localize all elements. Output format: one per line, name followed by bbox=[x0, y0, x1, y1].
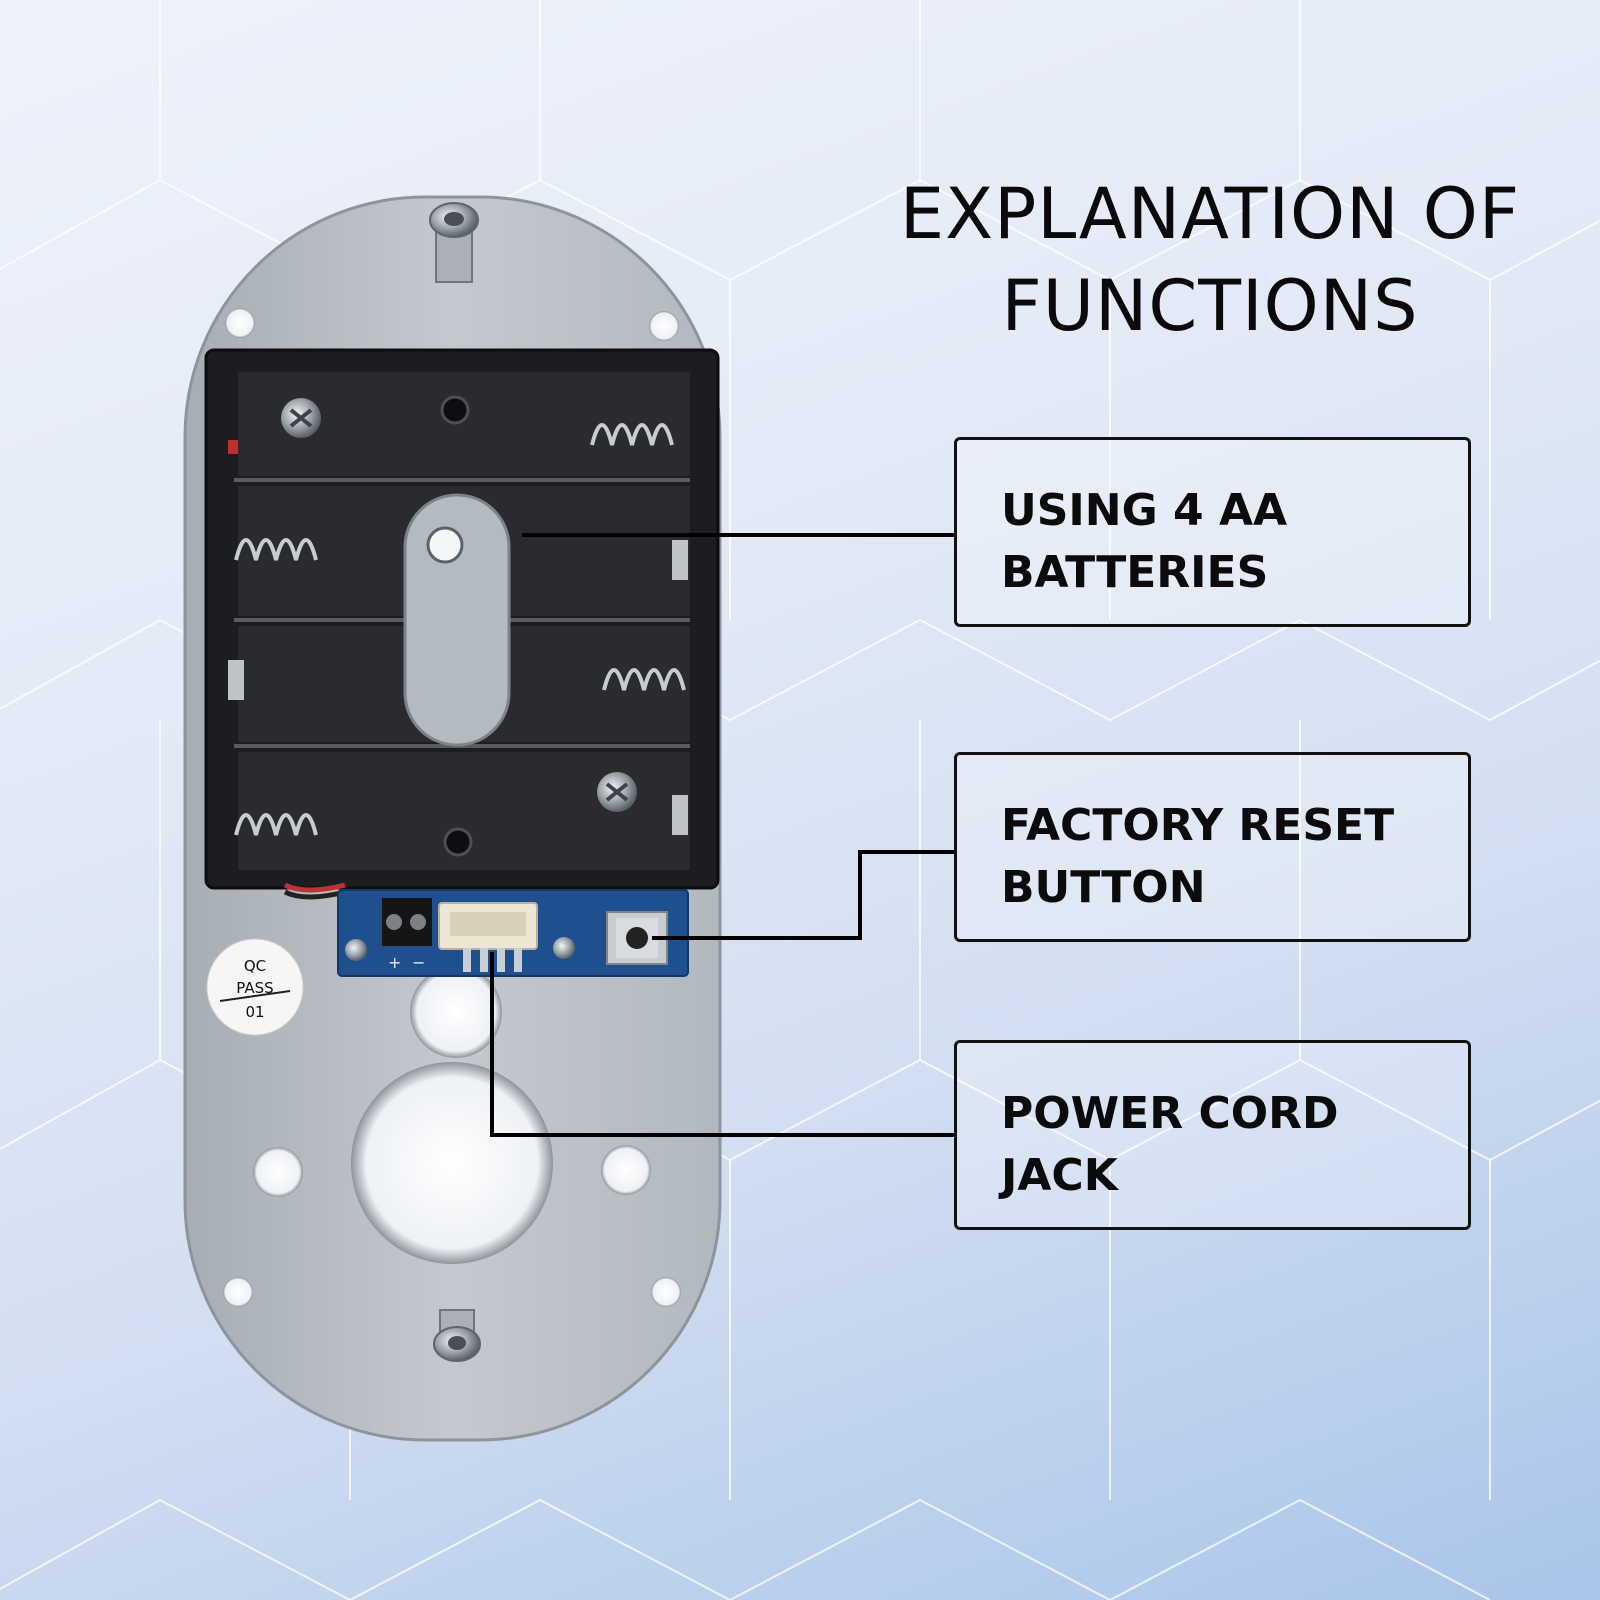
callout-power-cord-jack: POWER CORD JACK bbox=[954, 1040, 1471, 1230]
page-title: EXPLANATION OF FUNCTIONS bbox=[840, 168, 1580, 352]
bottom-post bbox=[433, 1309, 481, 1362]
leader-line-power bbox=[490, 952, 956, 1137]
title-line-1: EXPLANATION OF bbox=[899, 173, 1521, 255]
power-cord-jack bbox=[438, 902, 538, 972]
polarity-plus-label: + bbox=[388, 953, 401, 972]
callout-power-line-1: POWER CORD bbox=[1001, 1088, 1339, 1139]
sticker-line-2: PASS bbox=[236, 979, 273, 997]
top-post bbox=[429, 202, 479, 283]
mounting-hole bbox=[225, 308, 255, 338]
sticker-line-1: QC bbox=[244, 957, 266, 975]
callout-batteries-line-2: BATTERIES bbox=[1001, 547, 1269, 598]
battery-holder bbox=[204, 348, 720, 890]
title-line-2: FUNCTIONS bbox=[1001, 265, 1419, 347]
circuit-board: + − bbox=[337, 889, 689, 977]
polarity-minus-label: − bbox=[412, 953, 425, 972]
callout-power-line-2: JACK bbox=[1001, 1150, 1118, 1201]
mounting-hole bbox=[601, 1145, 651, 1195]
leader-line-reset bbox=[652, 850, 956, 940]
callout-reset-line-2: BUTTON bbox=[1001, 862, 1206, 913]
mounting-hole bbox=[649, 311, 679, 341]
spindle-hole-large bbox=[351, 1062, 553, 1264]
mounting-hole bbox=[223, 1277, 253, 1307]
sticker-line-3: 01 bbox=[245, 1003, 264, 1021]
callout-reset-line-1: FACTORY RESET bbox=[1001, 800, 1395, 851]
callout-batteries-line-1: USING 4 AA bbox=[1001, 485, 1288, 536]
mounting-hole bbox=[651, 1277, 681, 1307]
callout-factory-reset: FACTORY RESET BUTTON bbox=[954, 752, 1471, 942]
mounting-hole bbox=[253, 1147, 303, 1197]
spindle-hole-small bbox=[410, 966, 502, 1058]
callout-batteries: USING 4 AA BATTERIES bbox=[954, 437, 1471, 627]
qc-pass-sticker: QC PASS 01 bbox=[206, 938, 304, 1036]
